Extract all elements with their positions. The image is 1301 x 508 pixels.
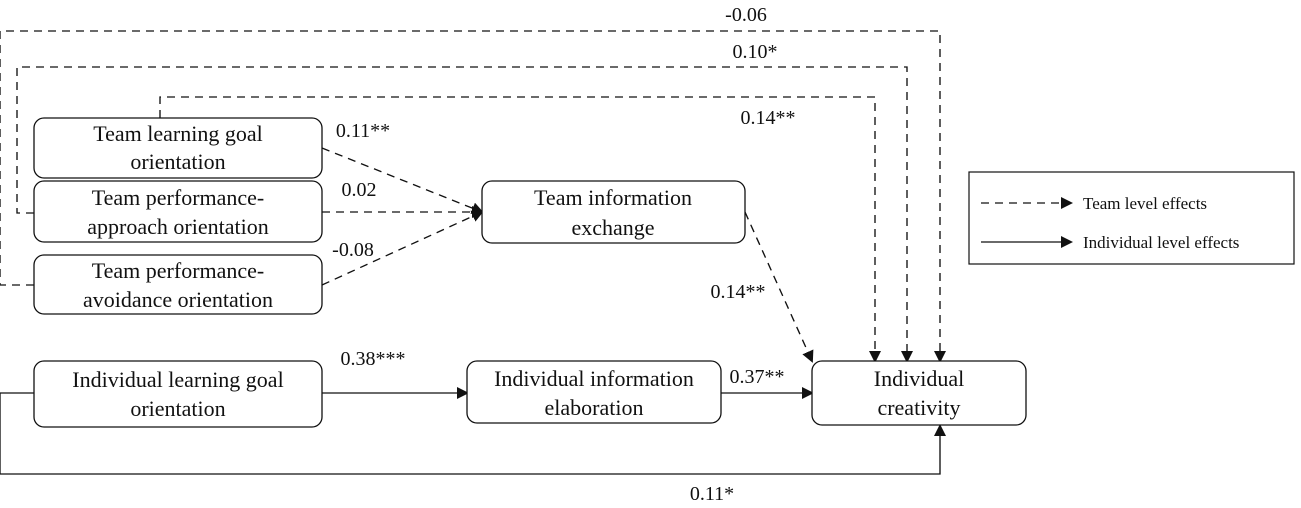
node-team-information-exchange-line2: exchange <box>571 215 654 240</box>
node-individual-information-elaboration-line1: Individual information <box>494 366 694 391</box>
node-individual-information-elaboration: Individual information elaboration <box>466 360 722 424</box>
legend-individual-level-label: Individual level effects <box>1083 233 1239 252</box>
coefficient-team-avoidance-to-exchange: -0.08 <box>332 239 374 261</box>
coefficient-exchange-to-creativity: 0.14** <box>711 281 766 303</box>
node-team-learning-goal-orientation: Team learning goal orientation <box>33 117 323 179</box>
node-team-information-exchange-line1: Team information <box>534 185 692 210</box>
node-individual-learning-goal-orientation-line1: Individual learning goal <box>72 367 283 392</box>
coefficient-team-learning-to-creativity: 0.14** <box>741 107 796 129</box>
coefficient-individual-learning-to-creativity: 0.11* <box>690 483 734 505</box>
node-individual-creativity: Individual creativity <box>811 360 1027 426</box>
node-team-performance-approach-orientation: Team performance- approach orientation <box>33 180 323 243</box>
node-individual-creativity-line1: Individual <box>874 366 964 391</box>
coefficient-elaboration-to-creativity: 0.37** <box>730 366 785 388</box>
node-team-performance-avoidance-orientation-line2: avoidance orientation <box>83 287 273 312</box>
node-individual-creativity-line2: creativity <box>877 395 960 420</box>
coefficient-team-learning-to-exchange: 0.11** <box>336 120 390 142</box>
team-learning-to-creativity-path <box>159 96 881 363</box>
coefficient-team-avoidance-to-creativity: -0.06 <box>725 4 767 26</box>
node-team-performance-avoidance-orientation: Team performance- avoidance orientation <box>33 254 323 315</box>
team-avoidance-to-exchange-path <box>321 210 484 286</box>
node-team-learning-goal-orientation-line1: Team learning goal <box>93 121 263 146</box>
legend: Team level effects Individual level effe… <box>968 171 1295 265</box>
team-approach-to-creativity-path <box>16 66 913 363</box>
coefficient-individual-learning-to-elaboration: 0.38*** <box>341 348 406 370</box>
node-team-performance-approach-orientation-line1: Team performance- <box>92 185 265 210</box>
team-learning-to-exchange-path <box>321 147 484 214</box>
node-team-performance-approach-orientation-line2: approach orientation <box>87 214 268 239</box>
node-individual-information-elaboration-line2: elaboration <box>545 395 644 420</box>
coefficient-team-approach-to-creativity: 0.10* <box>733 41 778 63</box>
coefficient-team-approach-to-exchange: 0.02 <box>342 179 377 201</box>
node-team-performance-avoidance-orientation-line1: Team performance- <box>92 258 265 283</box>
node-team-learning-goal-orientation-line2: orientation <box>130 149 225 174</box>
node-individual-learning-goal-orientation: Individual learning goal orientation <box>33 360 323 428</box>
team-avoidance-to-creativity-path <box>0 30 946 363</box>
node-individual-learning-goal-orientation-line2: orientation <box>130 396 225 421</box>
individual-learning-to-creativity-path <box>0 392 946 475</box>
node-team-information-exchange: Team information exchange <box>481 180 746 244</box>
legend-team-level-label: Team level effects <box>1083 194 1207 213</box>
